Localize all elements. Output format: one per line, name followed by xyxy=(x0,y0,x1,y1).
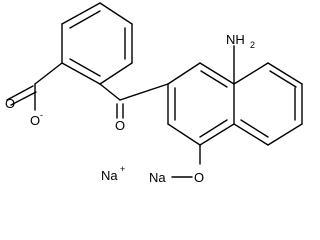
bond xyxy=(99,2,133,25)
positive-charge-label: + xyxy=(120,164,125,174)
bond xyxy=(99,83,121,101)
double-bond-inner xyxy=(240,119,269,138)
molecule-structure: O O - O NH 2 xyxy=(5,2,303,185)
ketone-group: O xyxy=(99,83,169,133)
carbonyl-bond xyxy=(10,91,37,106)
phenoxide-oxygen-label: O xyxy=(194,170,204,185)
bond xyxy=(267,123,303,146)
bond xyxy=(119,83,169,101)
sodium-counterion: Na + xyxy=(101,164,125,183)
double-bond-inner xyxy=(269,70,297,88)
bond xyxy=(167,62,201,85)
sodium-ion-label: Na xyxy=(101,168,118,183)
negative-charge-label: - xyxy=(40,110,43,120)
bond xyxy=(61,62,101,85)
bond xyxy=(233,123,269,146)
amino-subscript-label: 2 xyxy=(250,40,255,50)
bond xyxy=(267,62,303,85)
sodium-bound-label: Na xyxy=(149,170,166,185)
bond xyxy=(199,123,235,146)
double-bond-inner xyxy=(200,70,228,88)
structure-diagram: O O - O NH 2 xyxy=(5,2,303,185)
benzoate-ring xyxy=(61,2,133,85)
double-bond-inner xyxy=(69,58,101,77)
bond xyxy=(199,62,235,85)
bond xyxy=(167,123,201,146)
bond xyxy=(233,62,269,85)
bond xyxy=(34,62,63,85)
double-bond-inner xyxy=(69,10,101,29)
carboxylate-oxygen-minus-label: O xyxy=(30,113,40,128)
ketone-oxygen-label: O xyxy=(115,118,125,133)
fused-benzo-ring xyxy=(233,62,303,146)
amino-group: NH 2 xyxy=(226,32,255,85)
sodium-phenoxide-group: O Na xyxy=(149,144,204,185)
carbonyl-bond xyxy=(6,85,34,101)
bond xyxy=(61,2,101,25)
naphthol-ring xyxy=(167,62,235,146)
bond xyxy=(99,62,133,85)
carboxylate-oxygen-label: O xyxy=(5,96,15,111)
double-bond-inner xyxy=(199,119,228,138)
carboxylate-group: O O - xyxy=(5,62,63,128)
amino-nitrogen-label: NH xyxy=(226,32,245,47)
